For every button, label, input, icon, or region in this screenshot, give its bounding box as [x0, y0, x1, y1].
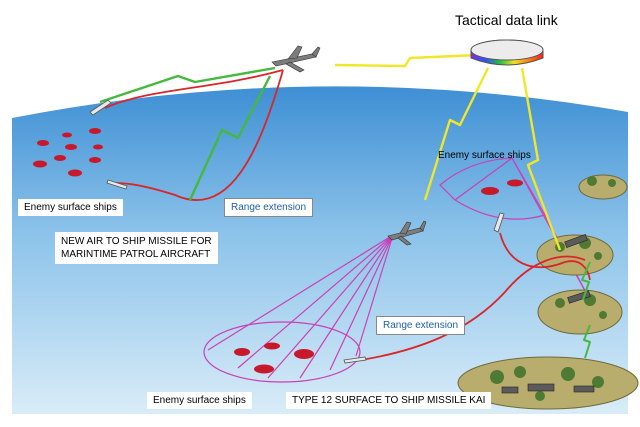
yellow-link-left	[423, 67, 490, 201]
missiles	[89, 99, 505, 364]
label-new-missile: NEW AIR TO SHIP MISSILE FOR MARINTIME PA…	[55, 232, 218, 264]
label-enemy-ships-bottom: Enemy surface ships	[147, 392, 252, 409]
sea-surface	[12, 86, 628, 414]
enemy-ships-bottom	[234, 342, 314, 374]
patrol-aircraft-middle	[387, 220, 427, 246]
green-link-right	[188, 75, 272, 201]
label-range-extension-bottom: Range extension	[376, 316, 466, 335]
label-enemy-ships-left: Enemy surface ships	[18, 199, 123, 216]
enemy-ships-top-right	[481, 179, 523, 195]
datalink-bolts	[99, 53, 591, 359]
label-tactical-data-link: Tactical data link	[455, 12, 558, 28]
label-type12-missile: TYPE 12 SURFACE TO SHIP MISSILE KAI	[286, 392, 492, 409]
green-link-island-1	[581, 261, 591, 301]
label-new-missile-line2: MARINTIME PATROL AIRCRAFT	[61, 249, 211, 260]
label-enemy-ships-top-right: Enemy surface ships	[438, 150, 531, 161]
green-link-island-2	[583, 324, 591, 359]
green-link-left	[99, 66, 276, 104]
label-new-missile-line1: NEW AIR TO SHIP MISSILE FOR	[61, 236, 212, 247]
enemy-ships-left	[33, 128, 103, 177]
patrol-aircraft-top	[271, 45, 321, 73]
yellow-link-top	[334, 53, 479, 68]
label-range-extension-top: Range extension	[224, 198, 314, 217]
satellite-icon	[470, 39, 544, 66]
yellow-link-right	[520, 67, 562, 251]
